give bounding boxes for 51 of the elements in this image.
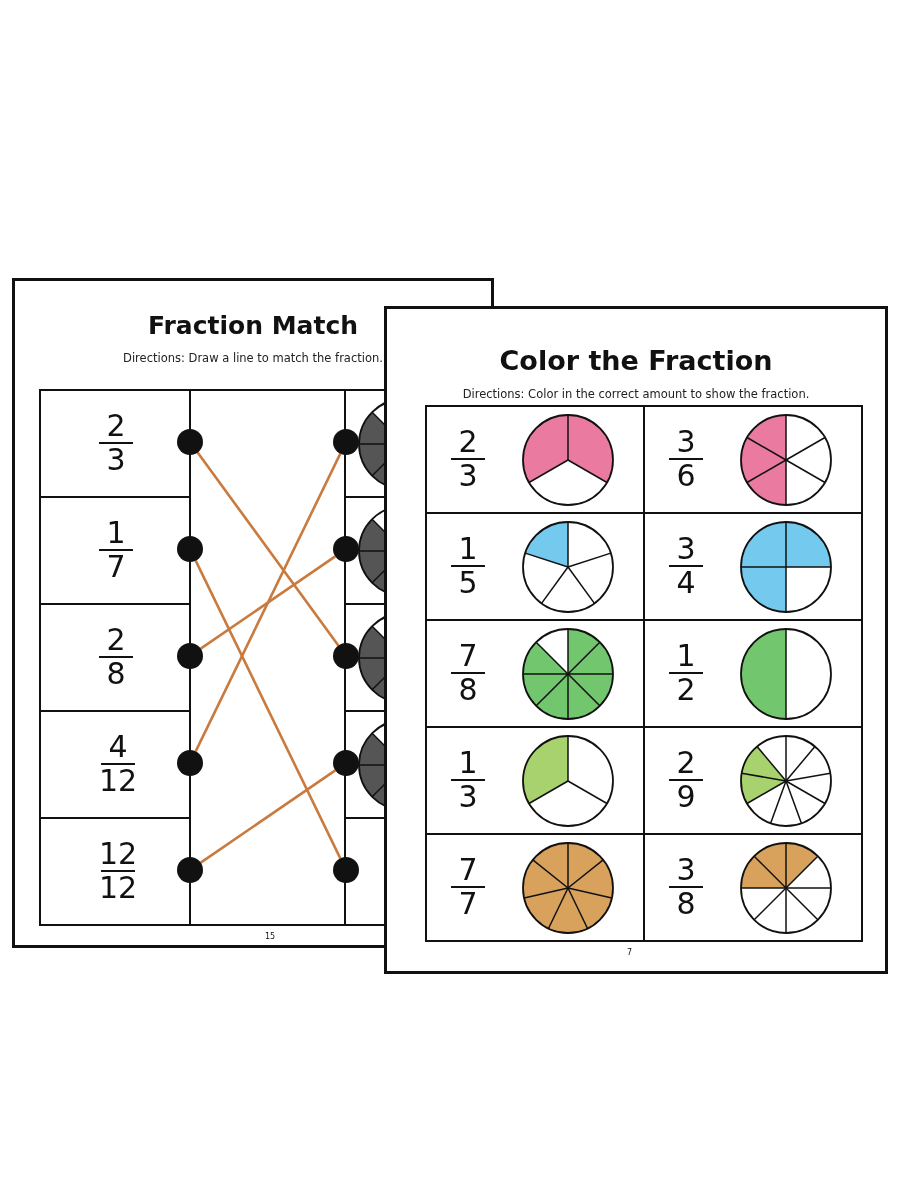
denominator: 3 <box>106 445 126 475</box>
dot <box>177 429 203 455</box>
numerator: 1 <box>458 534 478 564</box>
denominator: 4 <box>676 568 696 598</box>
matching-line <box>194 560 342 859</box>
numerator: 2 <box>106 625 126 655</box>
dot <box>177 750 203 776</box>
denominator: 12 <box>99 766 138 796</box>
numerator: 2 <box>458 427 478 457</box>
denominator: 8 <box>106 659 126 689</box>
denominator: 7 <box>106 552 126 582</box>
numerator: 2 <box>676 748 696 778</box>
numerator: 12 <box>99 839 138 869</box>
page-number: 15 <box>265 932 276 941</box>
dot <box>177 536 203 562</box>
denominator: 3 <box>458 782 478 812</box>
dot <box>333 750 359 776</box>
numerator: 7 <box>458 855 478 885</box>
worksheet-title: Fraction Match <box>147 311 359 340</box>
dot <box>333 643 359 669</box>
denominator: 12 <box>99 873 138 903</box>
denominator: 6 <box>676 461 696 491</box>
numerator: 1 <box>458 748 478 778</box>
matching-line <box>200 769 336 864</box>
page-number: 7 <box>627 948 633 957</box>
denominator: 3 <box>458 461 478 491</box>
numerator: 3 <box>676 534 696 564</box>
directions-text: Directions: Draw a line to match the fraction. <box>122 351 384 365</box>
dot <box>177 857 203 883</box>
matching-line <box>194 453 342 752</box>
dot <box>333 857 359 883</box>
denominator: 9 <box>676 782 696 812</box>
dot <box>333 536 359 562</box>
numerator: 2 <box>106 411 126 441</box>
numerator: 4 <box>108 732 128 762</box>
denominator: 8 <box>458 675 478 705</box>
worksheet-title: Color the Fraction <box>498 345 774 376</box>
denominator: 8 <box>676 889 696 919</box>
numerator: 1 <box>676 641 696 671</box>
directions-text: Directions: Color in the correct amount to show the fraction. <box>461 387 811 401</box>
denominator: 5 <box>458 568 478 598</box>
numerator: 3 <box>676 855 696 885</box>
dot <box>177 643 203 669</box>
denominator: 2 <box>676 675 696 705</box>
matching-line <box>200 555 336 650</box>
numerator: 1 <box>106 518 126 548</box>
numerator: 3 <box>676 427 696 457</box>
matching-line <box>196 451 340 647</box>
numerator: 7 <box>458 641 478 671</box>
dot <box>333 429 359 455</box>
denominator: 7 <box>458 889 478 919</box>
